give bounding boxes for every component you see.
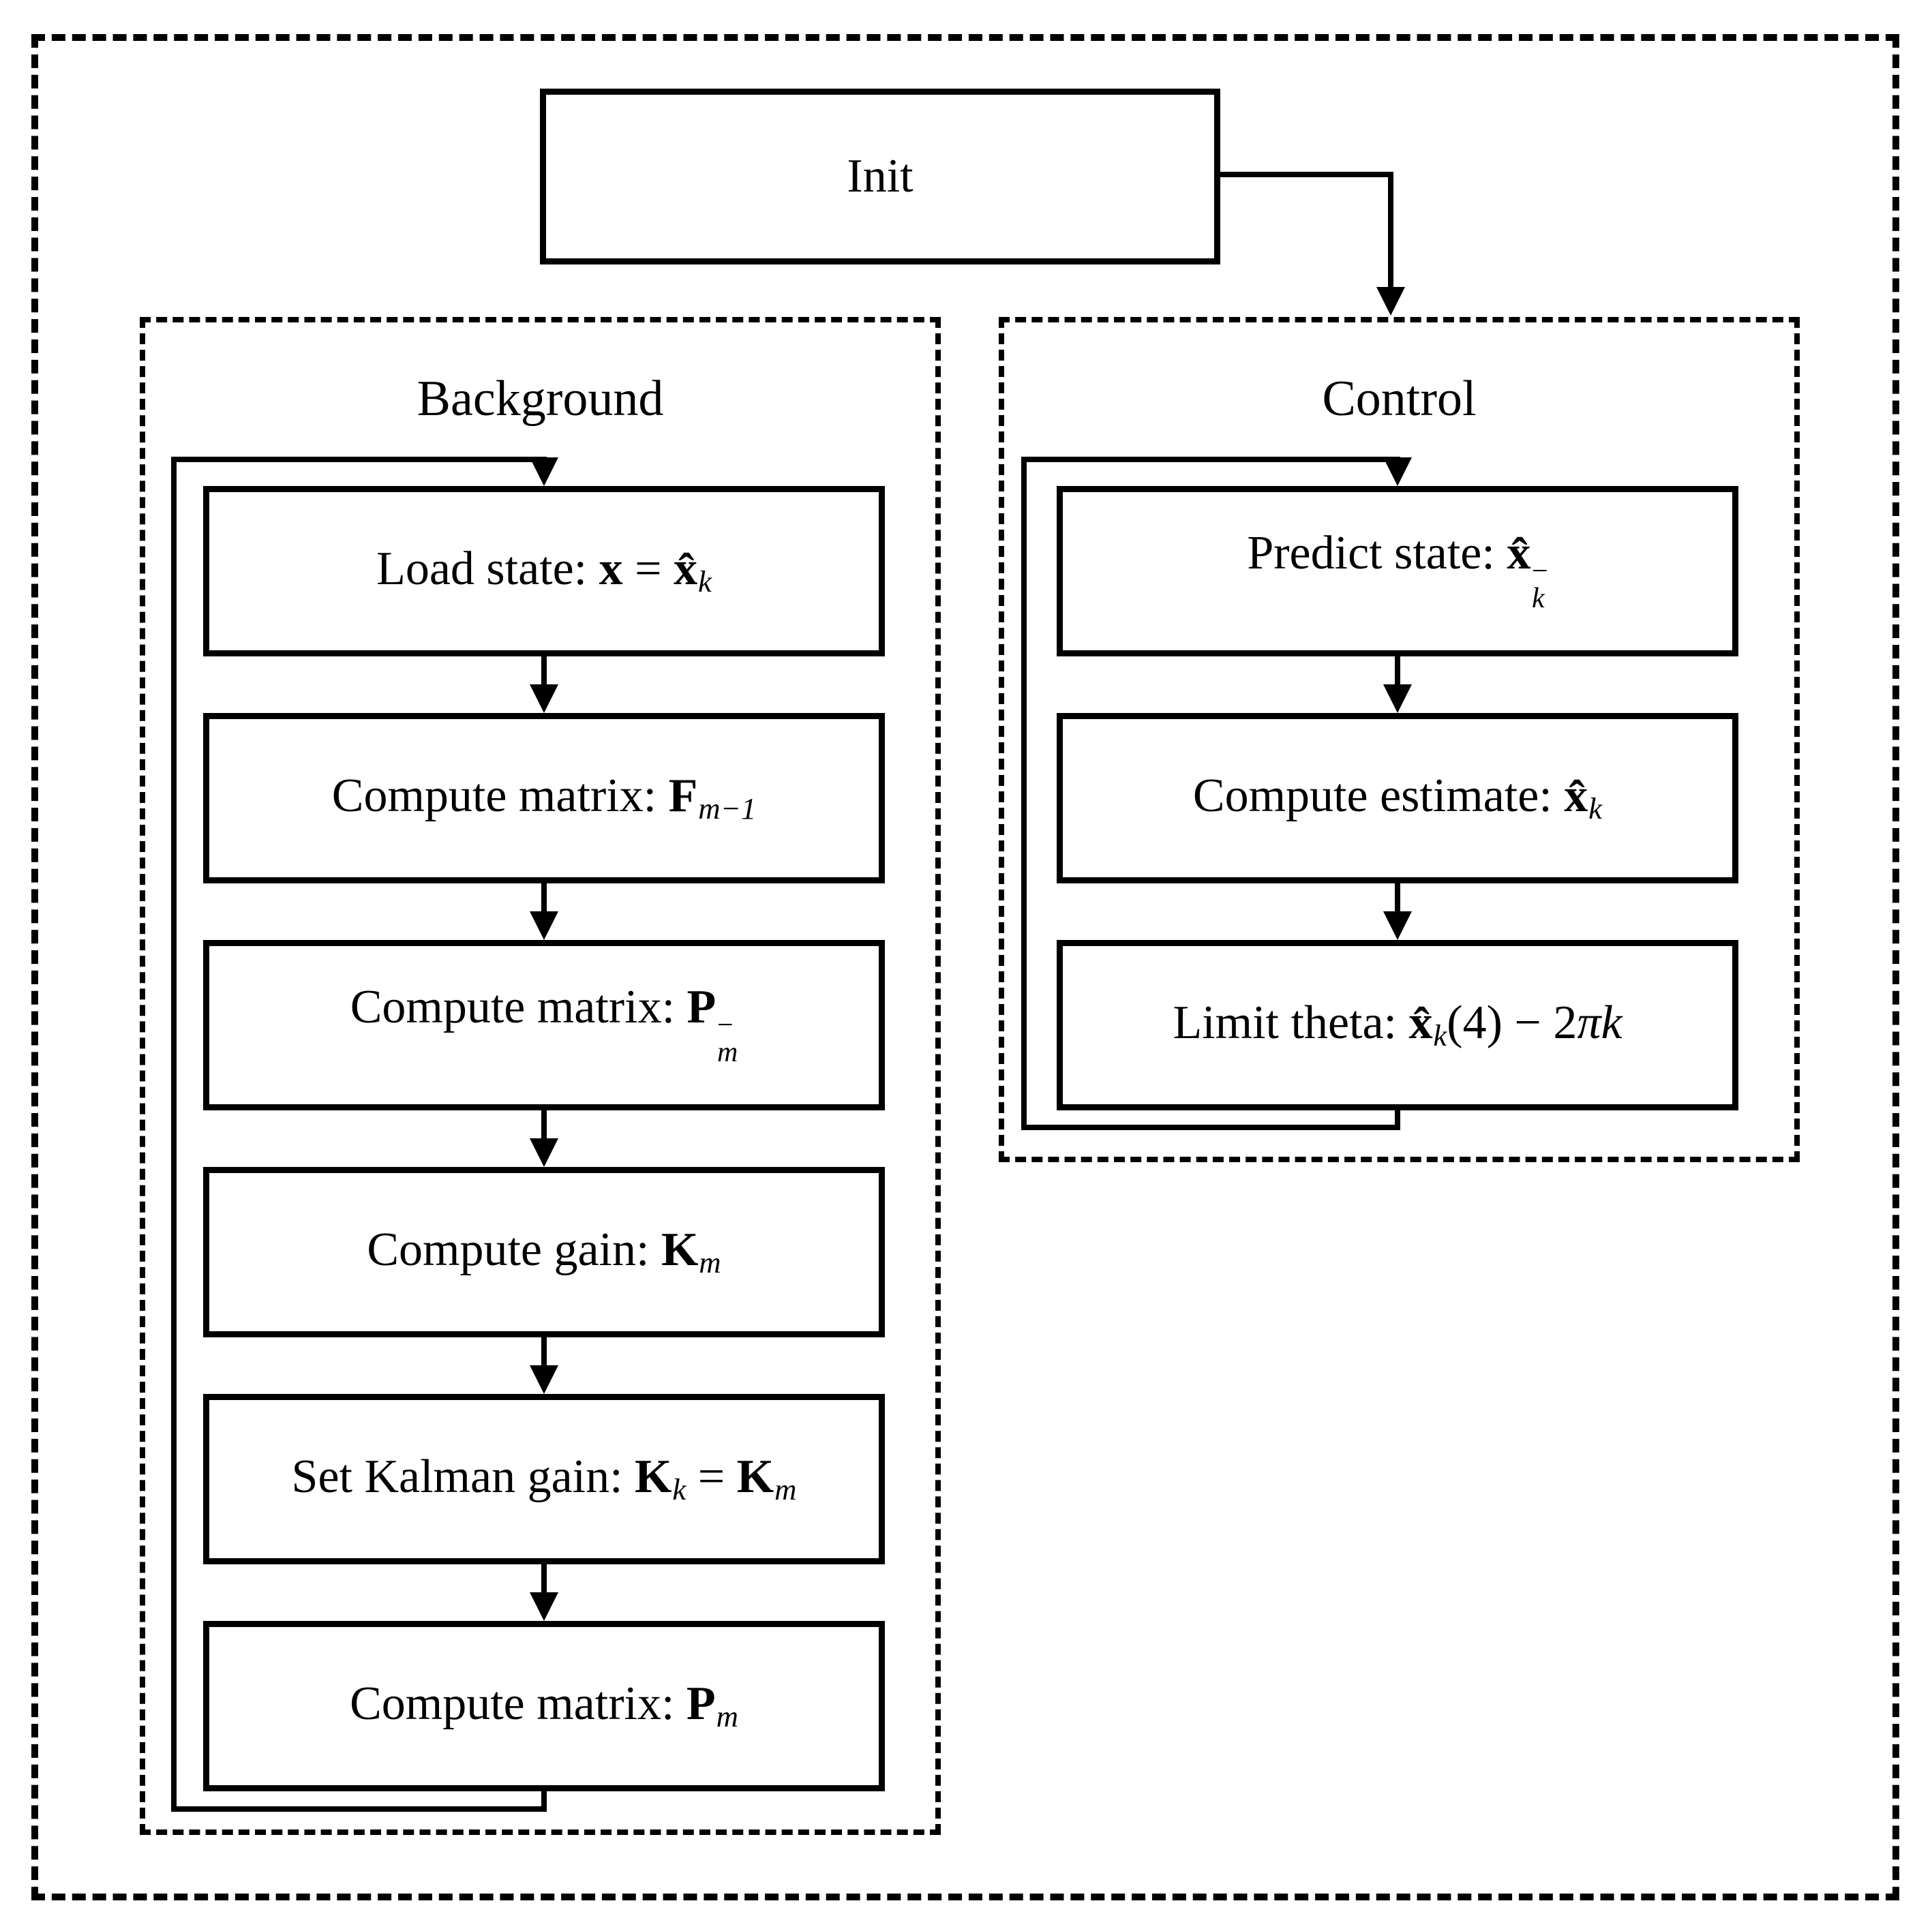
- ctrl-box-predict-state-label: Predict state: x̂−k: [1247, 526, 1548, 615]
- init-connector-vertical-line: [1388, 172, 1393, 287]
- control-title: Control: [1322, 371, 1477, 427]
- bg-box-compute-matrix-p-minus-label: Compute matrix: P−m: [350, 980, 738, 1069]
- init-label: Init: [847, 150, 914, 202]
- background-loop-top-rail: [171, 457, 547, 462]
- ctrl-arrow-1-arrowhead-icon: [1383, 684, 1412, 713]
- init-box: Init: [540, 89, 1220, 264]
- control-loop-arrowhead-icon: [1383, 457, 1412, 486]
- bg-box-compute-gain: Compute gain: Km: [203, 1167, 885, 1337]
- bg-box-compute-matrix-f-label: Compute matrix: Fm−1: [331, 770, 757, 825]
- init-connector-horizontal-line: [1219, 172, 1393, 177]
- background-loop-left-vertical: [171, 457, 177, 1812]
- bg-box-set-kalman-gain-label: Set Kalman gain: Kk = Km: [291, 1450, 797, 1506]
- control-loop-left-vertical: [1021, 457, 1027, 1130]
- ctrl-box-limit-theta-label: Limit theta: x̂k(4) − 2πk: [1173, 997, 1622, 1052]
- bg-box-compute-matrix-f: Compute matrix: Fm−1: [203, 713, 885, 883]
- background-title: Background: [417, 371, 664, 427]
- control-loop-down-shaft: [1395, 1110, 1400, 1130]
- control-container: [999, 317, 1800, 1162]
- control-loop-top-rail: [1021, 457, 1400, 462]
- ctrl-box-predict-state: Predict state: x̂−k: [1057, 486, 1738, 656]
- bg-box-compute-matrix-p: Compute matrix: Pm: [203, 1621, 885, 1791]
- ctrl-box-compute-estimate-label: Compute estimate: x̂k: [1192, 770, 1603, 825]
- bg-box-set-kalman-gain: Set Kalman gain: Kk = Km: [203, 1394, 885, 1564]
- ctrl-box-limit-theta: Limit theta: x̂k(4) − 2πk: [1057, 940, 1738, 1110]
- bg-arrow-3-shaft: [541, 1110, 547, 1139]
- background-loop-down-shaft: [541, 1791, 547, 1812]
- bg-box-compute-matrix-p-label: Compute matrix: Pm: [350, 1677, 738, 1733]
- background-loop-bottom-rail: [171, 1806, 547, 1812]
- ctrl-arrow-1-shaft: [1395, 656, 1400, 685]
- bg-arrow-5-arrowhead-icon: [530, 1592, 558, 1621]
- bg-box-compute-gain-label: Compute gain: Km: [367, 1224, 721, 1279]
- outer-dashed-border: [31, 34, 1899, 1900]
- ctrl-arrow-2-shaft: [1395, 883, 1400, 912]
- bg-box-compute-matrix-p-minus: Compute matrix: P−m: [203, 940, 885, 1110]
- bg-arrow-3-arrowhead-icon: [530, 1138, 558, 1167]
- bg-arrow-2-arrowhead-icon: [530, 911, 558, 940]
- background-container: [140, 317, 941, 1835]
- bg-arrow-4-arrowhead-icon: [530, 1365, 558, 1394]
- bg-arrow-1-shaft: [541, 656, 547, 685]
- bg-box-load-state-label: Load state: x = x̂k: [376, 543, 712, 598]
- bg-arrow-2-shaft: [541, 883, 547, 912]
- bg-arrow-1-arrowhead-icon: [530, 684, 558, 713]
- bg-box-load-state: Load state: x = x̂k: [203, 486, 885, 656]
- bg-arrow-4-shaft: [541, 1337, 547, 1366]
- ctrl-arrow-2-arrowhead-icon: [1383, 911, 1412, 940]
- background-loop-arrowhead-icon: [530, 457, 558, 486]
- control-loop-bottom-rail: [1021, 1125, 1400, 1130]
- ctrl-box-compute-estimate: Compute estimate: x̂k: [1057, 713, 1738, 883]
- bg-arrow-5-shaft: [541, 1564, 547, 1593]
- init-connector-arrowhead-icon: [1376, 287, 1405, 316]
